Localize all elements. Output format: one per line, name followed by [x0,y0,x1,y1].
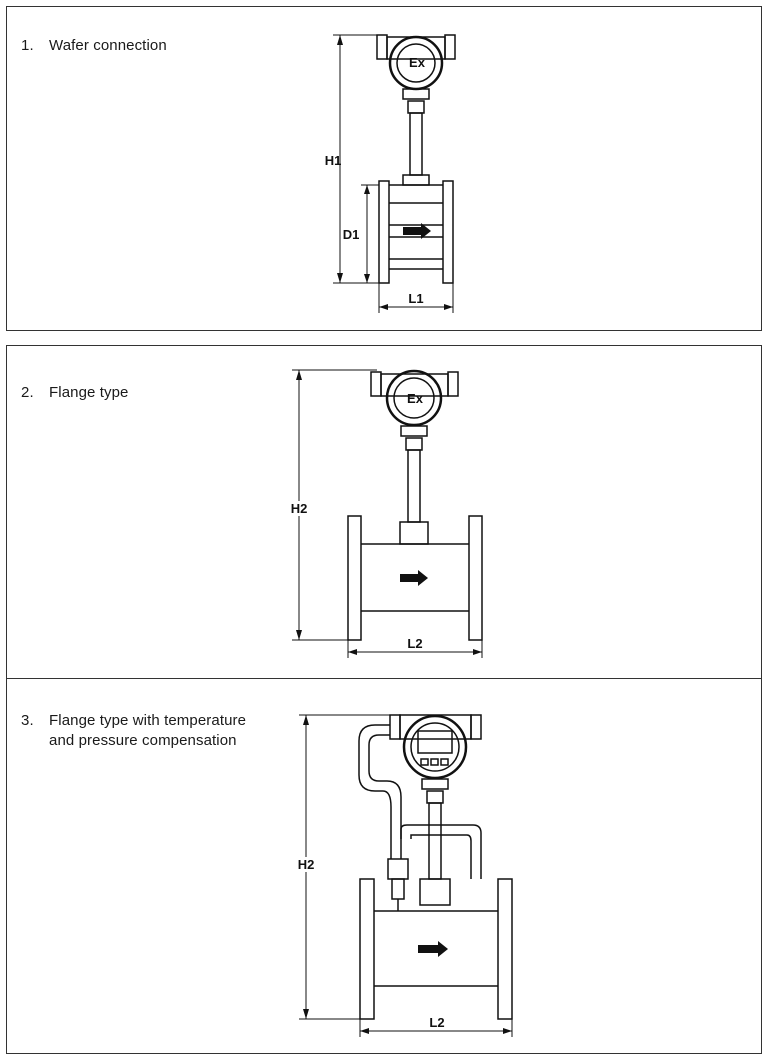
sensor-stem [407,449,421,523]
h2-label: H2 [298,857,315,872]
wafer-connection-panel: 1. Wafer connection [6,6,762,331]
panel-caption: 1. Wafer connection [21,37,167,54]
flange-right [497,878,513,1020]
head-housing [402,714,468,780]
flange-left [359,878,375,1020]
head-marking: Ex [407,391,424,406]
panel-number: 2. [21,384,34,401]
h2-label: H2 [291,501,308,516]
flange-right [468,515,483,641]
sensor-stem [409,112,423,176]
keypad-button-1 [420,758,429,766]
l1-label: L1 [408,291,423,306]
stem-base [402,174,430,186]
flange-meter-drawing: Ex H2 L2 [288,369,483,658]
flow-arrow-icon [403,223,431,239]
head-housing-top [380,373,449,397]
head-connector [407,100,425,114]
panel-title-line1: Flange type with temperature [49,712,247,729]
l2-label: L2 [407,636,422,651]
head-window [393,377,435,419]
d1-label: D1 [343,227,360,242]
panel-title: Flange type [49,384,129,401]
stem-base [399,521,429,545]
l2-label: L2 [429,1015,444,1030]
keypad-button-3 [440,758,449,766]
sensor-stem [428,802,442,880]
wafer-plate-right [442,180,454,284]
head-cap-left [376,34,388,60]
temperature-tube [358,724,392,859]
wafer-meter-drawing: Ex H1 D1 L1 [325,34,456,313]
head-neck [402,88,430,100]
keypad-button-2 [430,758,439,766]
head-marking: Ex [409,55,426,70]
panel-caption: 3. Flange type with temperature and press… [21,711,246,751]
flow-arrow-icon [418,941,448,957]
panel-number: 3. [21,712,34,729]
flange-type-panel: 2. Flange type [6,345,762,679]
pressure-tube [400,824,482,879]
wafer-plate-left [378,180,390,284]
head-housing [385,369,443,427]
h1-label: H1 [325,153,342,168]
flange-left [347,515,362,641]
head-cap-right [444,34,456,60]
flow-arrow-icon [400,570,428,586]
compensated-meter-drawing: H2 L2 [295,714,513,1037]
head-window [396,43,436,83]
panel-number: 1. [21,37,34,54]
panel-title: Wafer connection [49,37,167,54]
stem-base [419,878,451,906]
lcd-display [417,730,453,754]
temperature-sensor [387,858,409,880]
compensation-panel: 3. Flange type with temperature and press… [6,678,762,1054]
panel-title-line2: and pressure compensation [49,732,237,749]
panel-caption: 2. Flange type [21,384,128,401]
